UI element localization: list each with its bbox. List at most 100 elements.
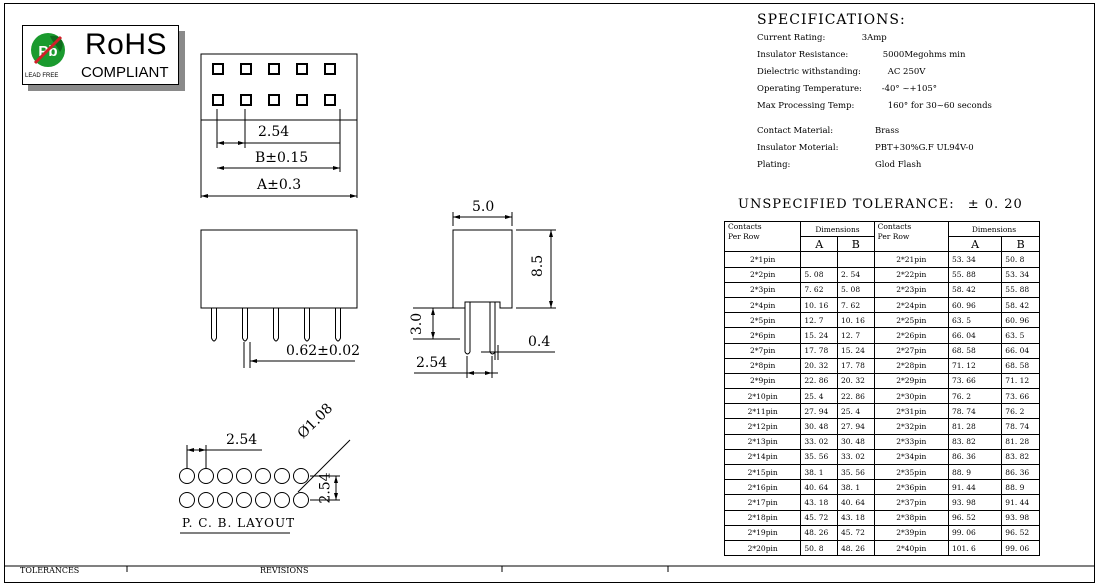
header-a-left: A	[800, 236, 839, 253]
material-value: Brass	[875, 126, 900, 136]
material-row: Plating:Glod Flash	[757, 157, 992, 174]
b-cell: 60. 96	[1001, 312, 1040, 329]
b-cell: 22. 86	[837, 388, 875, 405]
pcb-hole	[255, 468, 271, 484]
pcb-hole	[217, 468, 233, 484]
socket-hole	[212, 94, 224, 106]
b-cell: 27. 94	[837, 418, 875, 435]
contacts-cell: 2*3pin	[723, 281, 802, 298]
a-cell: 10. 16	[800, 296, 839, 314]
contacts-cell: 2*20pin	[723, 539, 802, 557]
b-cell: 71. 12	[1001, 372, 1040, 390]
b-cell: 35. 56	[837, 463, 875, 481]
spec-row: Operating Temperature: -40° ~+105°	[757, 81, 992, 98]
contacts-cell: 2*30pin	[873, 388, 949, 405]
pcb-hole	[274, 492, 290, 508]
logo-compliant-text: COMPLIANT	[81, 64, 169, 81]
b-cell: 15. 24	[837, 342, 875, 359]
b-cell: 2. 54	[837, 266, 875, 283]
pin	[211, 308, 217, 342]
footer-tolerances: TOLERANCES	[20, 566, 80, 575]
b-cell	[837, 251, 875, 268]
a-cell: 20. 32	[800, 357, 839, 374]
logo-lead-free-text: LEAD FREE	[25, 73, 59, 79]
a-cell: 66. 04	[947, 327, 1003, 344]
a-cell: 12. 7	[800, 312, 839, 329]
a-cell: 60. 96	[947, 296, 1003, 314]
socket-hole	[324, 94, 336, 106]
pcb-row-dim-label: 2.54	[317, 472, 334, 504]
contacts-cell: 2*22pin	[873, 266, 949, 283]
socket-hole	[212, 63, 224, 75]
contacts-cell: 2*35pin	[873, 463, 949, 481]
lead-free-icon: Pb	[31, 33, 65, 67]
spec-key: Operating Temperature:	[757, 84, 862, 94]
b-cell: 5. 08	[837, 281, 875, 298]
header-dimensions-right: Dimensions	[947, 220, 1041, 238]
a-cell: 22. 86	[800, 372, 839, 390]
b-cell: 10. 16	[837, 312, 875, 329]
a-cell: 38. 1	[800, 463, 839, 481]
b-cell: 76. 2	[1001, 403, 1040, 420]
footer-revisions: REVISIONS	[260, 566, 309, 575]
spec-row: Dielectric withstanding: AC 250V	[757, 64, 992, 81]
contacts-cell: 2*4pin	[723, 296, 802, 314]
pcb-hole	[274, 468, 290, 484]
b-cell: 48. 26	[837, 539, 875, 557]
a-cell: 93. 98	[947, 494, 1003, 511]
spec-value: 5000Megohms min	[882, 50, 966, 60]
a-cell: 33. 02	[800, 433, 839, 450]
pcb-hole	[217, 492, 233, 508]
b-cell: 68. 58	[1001, 357, 1040, 374]
a-cell: 50. 8	[800, 539, 839, 557]
contacts-cell: 2*28pin	[873, 357, 949, 374]
pin	[273, 308, 279, 342]
pitch-dim-label: 2.54	[258, 124, 290, 140]
hole-leader-line	[297, 439, 351, 493]
a-cell: 99. 06	[947, 524, 1003, 541]
tolerance-label: UNSPECIFIED TOLERANCE:	[738, 197, 955, 212]
b-cell: 58. 42	[1001, 296, 1040, 314]
a-cell: 25. 4	[800, 388, 839, 405]
b-cell: 43. 18	[837, 509, 875, 526]
contacts-cell: 2*1pin	[723, 251, 802, 268]
b-cell: 30. 48	[837, 433, 875, 450]
a-cell: 40. 64	[800, 479, 839, 496]
tolerance-heading: UNSPECIFIED TOLERANCE: ± 0. 20	[738, 197, 1023, 212]
contacts-cell: 2*29pin	[873, 372, 949, 390]
header-dimensions-left: Dimensions	[800, 220, 875, 238]
front-view-pins	[211, 308, 341, 342]
b-cell: 86. 36	[1001, 463, 1040, 481]
spec-value: 160° for 30~60 seconds	[887, 101, 992, 111]
spec-key: Current Rating:	[757, 33, 826, 43]
a-cell: 71. 12	[947, 357, 1003, 374]
contacts-cell: 2*27pin	[873, 342, 949, 359]
a-cell: 63. 5	[947, 312, 1003, 329]
b-cell: 99. 06	[1001, 539, 1040, 557]
socket-hole	[240, 94, 252, 106]
contacts-cell: 2*33pin	[873, 433, 949, 450]
front-view-housing	[200, 229, 358, 309]
contacts-cell: 2*21pin	[873, 251, 949, 268]
pcb-hole	[293, 492, 309, 508]
spec-value: AC 250V	[887, 67, 926, 77]
a-cell: 53. 34	[947, 251, 1003, 268]
a-cell: 76. 2	[947, 388, 1003, 405]
a-cell: 30. 48	[800, 418, 839, 435]
b-cell: 73. 66	[1001, 388, 1040, 405]
b-cell: 83. 82	[1001, 448, 1040, 466]
logo-rohs-text: RoHS	[85, 28, 168, 61]
b-cell: 12. 7	[837, 327, 875, 344]
rohs-logo: Pb RoHS COMPLIANT LEAD FREE	[22, 25, 179, 85]
b-cell: 93. 98	[1001, 509, 1040, 526]
